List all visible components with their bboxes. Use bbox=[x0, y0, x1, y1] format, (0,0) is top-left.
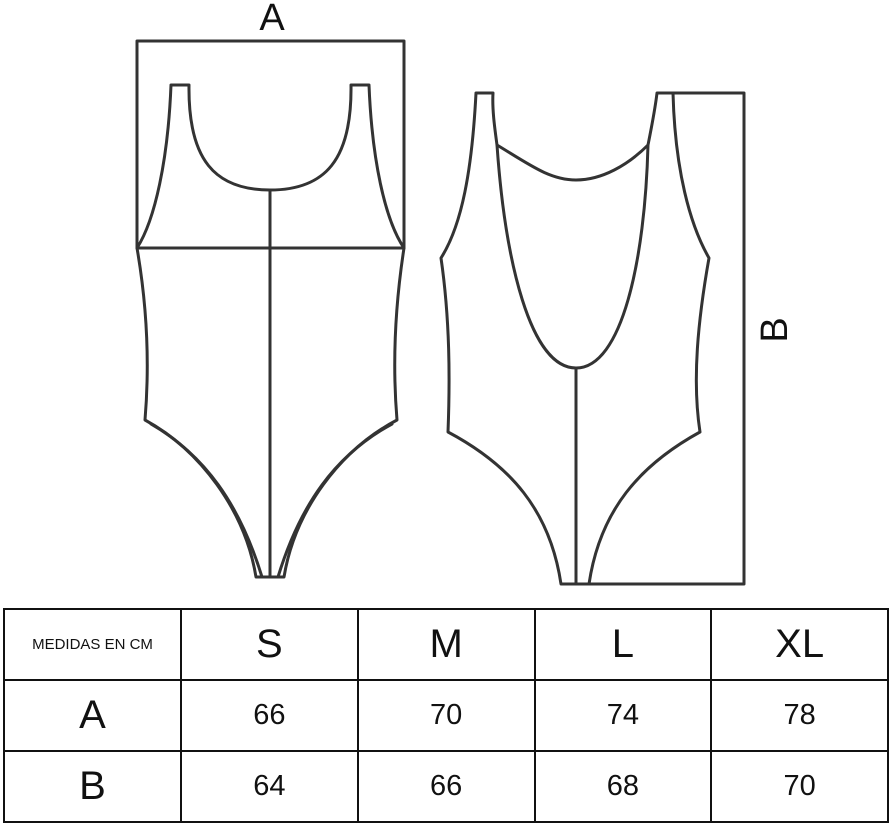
table-cell: 66 bbox=[356, 750, 536, 823]
table-cell: 70 bbox=[710, 750, 889, 823]
measure-b-frame bbox=[584, 91, 746, 586]
table-cell: 78 bbox=[710, 679, 889, 752]
row-label-b: B bbox=[3, 750, 182, 823]
measure-b-label: B bbox=[754, 317, 796, 342]
back-outline bbox=[439, 91, 711, 586]
table-header-row: MEDIDAS EN CM S M L XL bbox=[3, 608, 889, 681]
front-leg-trim-right bbox=[276, 422, 394, 579]
measure-a-label: A bbox=[259, 0, 285, 39]
table-cell: 74 bbox=[533, 679, 713, 752]
units-caption: MEDIDAS EN CM bbox=[3, 608, 182, 681]
front-outline bbox=[135, 83, 406, 579]
back-view bbox=[439, 91, 746, 586]
front-view bbox=[135, 39, 406, 579]
size-header-s: S bbox=[180, 608, 359, 681]
table-cell: 66 bbox=[180, 679, 359, 752]
size-chart-table: MEDIDAS EN CM S M L XL A 66 70 74 78 B 6… bbox=[3, 608, 889, 823]
size-header-m: M bbox=[356, 608, 536, 681]
table-cell: 70 bbox=[356, 679, 536, 752]
table-cell: 64 bbox=[180, 750, 359, 823]
size-header-xl: XL bbox=[710, 608, 889, 681]
table-row: A 66 70 74 78 bbox=[3, 679, 889, 752]
front-leg-trim-left bbox=[149, 422, 264, 579]
row-label-a: A bbox=[3, 679, 182, 752]
swimsuit-measurement-diagram: A B bbox=[135, 0, 796, 586]
table-cell: 68 bbox=[533, 750, 713, 823]
table-row: B 64 66 68 70 bbox=[3, 750, 889, 823]
size-header-l: L bbox=[533, 608, 713, 681]
